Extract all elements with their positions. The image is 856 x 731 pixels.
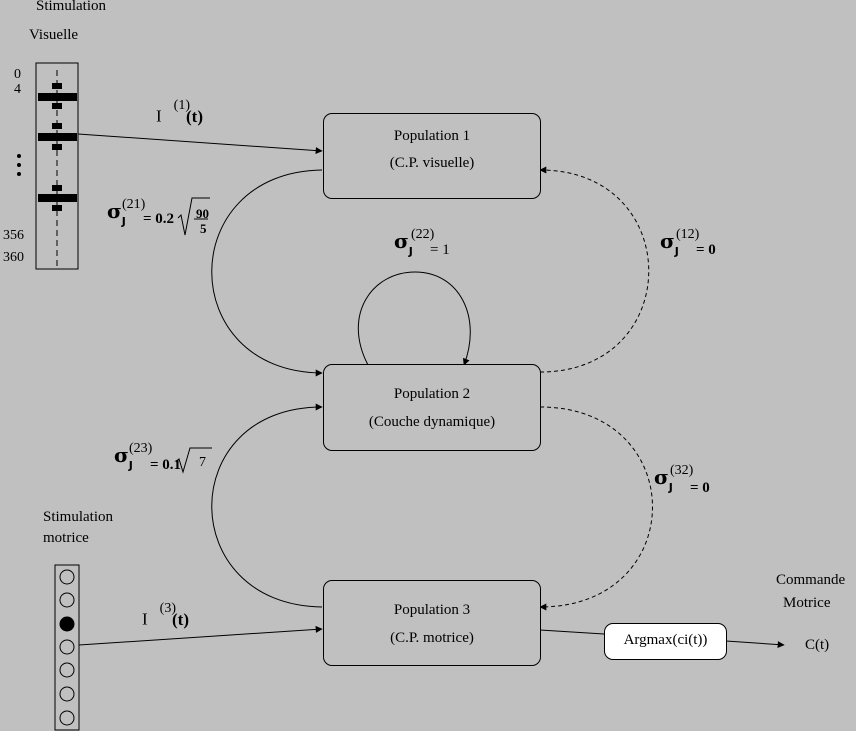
population-3-title: Population 3 — [393, 602, 471, 618]
input1-label: I(1)(t) — [156, 98, 203, 126]
tick-0: 0 — [14, 67, 21, 82]
motor-stimulus-column — [54, 564, 80, 731]
population-2-title: Population 2 — [393, 386, 471, 402]
motor-stim-title-1: Stimulation — [43, 509, 114, 525]
sigma-22-label: σJ (22) = 1 — [394, 227, 450, 258]
population-1-subtitle: (C.P. visuelle) — [389, 155, 475, 171]
arc-23 — [211, 403, 323, 608]
sigma-23-label: σJ (23) = 0.1 7 — [114, 441, 206, 473]
argmax-to-output — [725, 640, 785, 649]
motor-stim-title-2: motrice — [43, 530, 89, 546]
command-title-1: Commande — [776, 572, 846, 588]
input1-arrow — [77, 133, 323, 155]
sqrt-21 — [177, 197, 210, 236]
sigma-21-label: σJ (21) = 0.2 90 5 — [107, 197, 209, 236]
arc-32 — [539, 406, 653, 611]
population-2-subtitle: (Couche dynamique) — [368, 414, 496, 430]
sigma-21-den: 5 — [200, 221, 207, 236]
population-1-title: Population 1 — [393, 128, 471, 144]
arc-12 — [539, 166, 650, 373]
sqrt-23 — [175, 447, 212, 474]
argmax-box: Argmax(ci(t)) — [604, 623, 727, 660]
argmax-label: Argmax(ci(t)) — [623, 632, 708, 648]
command-output: C(t) — [805, 637, 830, 653]
sigma-21-num: 90 — [196, 206, 209, 221]
sigma-32-label: σJ (32) = 0 — [654, 463, 710, 496]
tick-360: 360 — [3, 250, 24, 265]
visual-stim-title-2: Visuelle — [29, 27, 79, 43]
visual-stimulus-strip — [17, 62, 79, 270]
arc-22 — [357, 271, 471, 366]
command-title-2: Motrice — [783, 595, 831, 611]
population-1-box: Population 1 (C.P. visuelle) — [323, 113, 541, 199]
tick-4: 4 — [14, 82, 21, 97]
input3-label: I(3)(t) — [142, 601, 189, 629]
visual-stim-title-1: Stimulation — [36, 0, 107, 14]
population-3-subtitle: (C.P. motrice) — [390, 630, 474, 646]
arc-21 — [211, 169, 323, 377]
pop3-to-argmax — [539, 629, 605, 635]
sigma-23-rad: 7 — [199, 455, 206, 470]
input3-arrow — [78, 625, 323, 646]
tick-356: 356 — [3, 228, 24, 243]
population-3-box: Population 3 (C.P. motrice) — [323, 580, 541, 666]
sigma-12-label: σJ (12) = 0 — [660, 227, 716, 258]
population-2-box: Population 2 (Couche dynamique) — [323, 364, 541, 451]
